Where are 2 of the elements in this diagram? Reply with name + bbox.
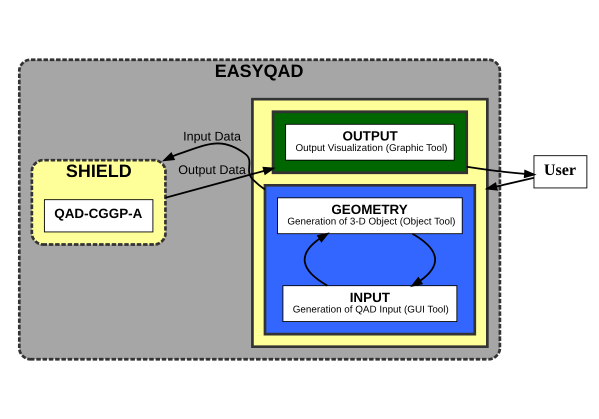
edge-label: Output Data	[178, 162, 246, 177]
edge-label: Input Data	[183, 130, 242, 144]
